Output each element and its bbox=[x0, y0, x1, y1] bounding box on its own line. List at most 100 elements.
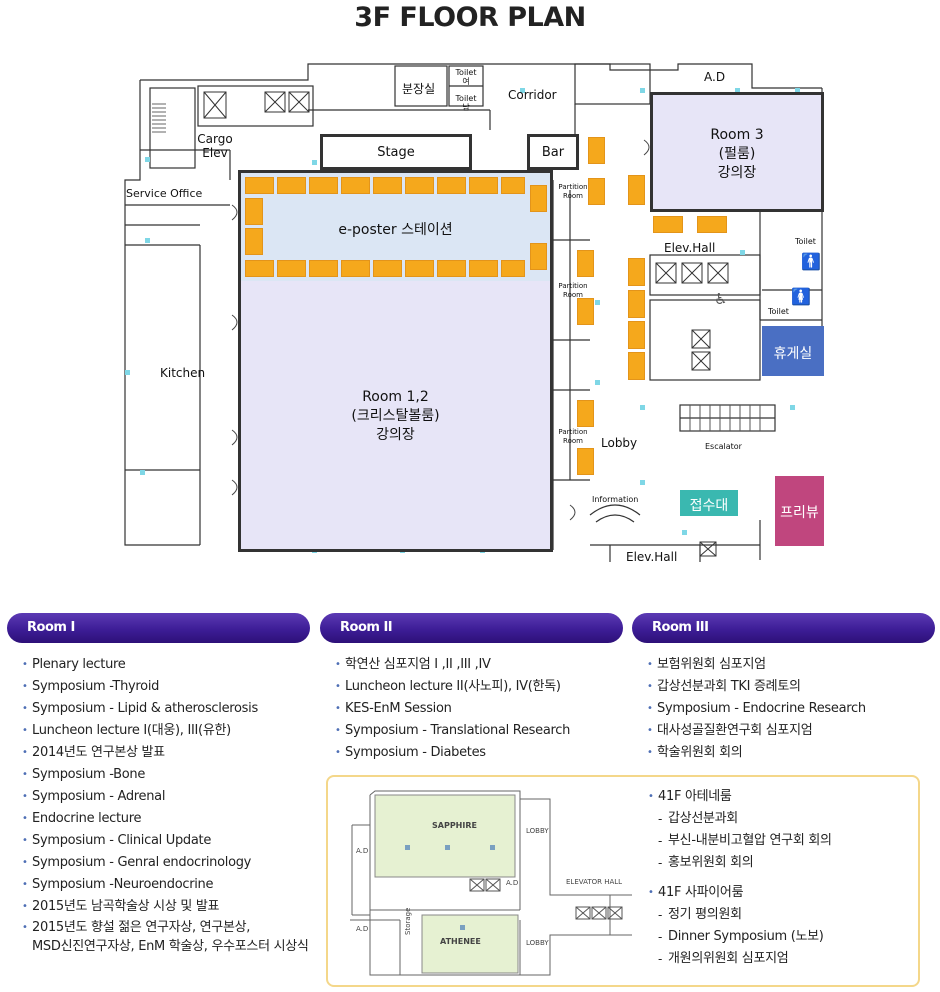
booth bbox=[373, 260, 402, 277]
list-item: 학연산 심포지엄 I ,II ,III ,IV bbox=[335, 654, 570, 676]
list-item: 학술위원회 회의 bbox=[647, 742, 866, 764]
list-item: 갑상선분과회 bbox=[658, 808, 832, 830]
sapphire-map-label: SAPPHIRE bbox=[432, 821, 477, 830]
list-item: Dinner Symposium (노보) bbox=[658, 926, 824, 948]
room-ii-list: 학연산 심포지엄 I ,II ,III ,IV Luncheon lecture… bbox=[335, 654, 570, 764]
lobby-label: Lobby bbox=[601, 436, 638, 450]
reception-label: 접수대 bbox=[689, 498, 729, 514]
list-item: Symposium - Lipid & atherosclerosis bbox=[22, 698, 309, 720]
booth bbox=[501, 177, 525, 194]
room-3-label: Room 3 (펄룸) 강의장 bbox=[710, 127, 764, 181]
room-ii-header: Room II bbox=[320, 613, 623, 643]
list-item: Endocrine lecture bbox=[22, 808, 309, 830]
booth bbox=[405, 177, 434, 194]
booth bbox=[245, 177, 274, 194]
list-item: 홍보위원회 회의 bbox=[658, 852, 832, 874]
male-toilet-icon: 🚹 bbox=[801, 252, 821, 271]
stage-label: Stage bbox=[377, 145, 415, 160]
athenee-items: 갑상선분과회 부신-내분비고혈압 연구회 회의 홍보위원회 회의 bbox=[658, 808, 832, 874]
booth bbox=[697, 216, 727, 233]
booth bbox=[501, 260, 525, 277]
booth bbox=[469, 177, 498, 194]
elev-hall-bottom-label: Elev.Hall bbox=[626, 550, 678, 564]
list-item: Symposium - Clinical Update bbox=[22, 830, 309, 852]
ad-map-label-3: A.D bbox=[356, 925, 369, 933]
booth bbox=[577, 298, 594, 325]
female-toilet-icon: 🚺 bbox=[791, 287, 811, 306]
toilet-male-label: Toilet 남 bbox=[455, 94, 477, 112]
list-item: 2015년도 남곡학술상 시상 및 발표 bbox=[22, 896, 309, 918]
floor-plan: Stage Bar e-poster 스테이션 Room 1,2 (크리스탈볼룸… bbox=[124, 63, 824, 564]
athenee-map-label: ATHENEE bbox=[440, 937, 481, 946]
booth bbox=[577, 400, 594, 427]
booth bbox=[341, 177, 370, 194]
list-item: Symposium - Diabetes bbox=[335, 742, 570, 764]
room-iii-header: Room III bbox=[632, 613, 935, 643]
sapphire-title-list: 41F 사파이어룸 bbox=[648, 882, 744, 904]
elev-hall-top-label: Elev.Hall bbox=[664, 241, 716, 255]
athenee-room-title: 41F 아테네룸 bbox=[648, 786, 732, 808]
booth bbox=[577, 250, 594, 277]
list-item: 정기 평의원회 bbox=[658, 904, 824, 926]
booth bbox=[373, 177, 402, 194]
list-item: 대사성골질환연구회 심포지엄 bbox=[647, 720, 866, 742]
list-item: KES-EnM Session bbox=[335, 698, 570, 720]
list-item: Symposium -Neuroendocrine bbox=[22, 874, 309, 896]
booth bbox=[437, 260, 466, 277]
ad-map-label-1: A.D bbox=[356, 847, 369, 855]
booth bbox=[309, 177, 338, 194]
booth bbox=[530, 243, 547, 270]
dressing-room-label: 분장실 bbox=[402, 82, 436, 96]
booth bbox=[588, 178, 605, 205]
fourth-floor-map: SAPPHIRE ATHENEE LOBBY LOBBY ELEVATOR HA… bbox=[340, 785, 632, 980]
stage bbox=[320, 134, 472, 170]
page-title: 3F FLOOR PLAN bbox=[354, 2, 586, 33]
list-item: 개원의위원회 심포지엄 bbox=[658, 948, 824, 970]
partition-room-label-3: Partition Room bbox=[558, 428, 588, 445]
lobby-map-label-1: LOBBY bbox=[526, 827, 549, 835]
room-3[interactable] bbox=[650, 92, 824, 212]
partition-room-label-2: Partition Room bbox=[558, 282, 588, 299]
cargo-elev-label: Cargo Elev bbox=[197, 132, 233, 160]
list-item: 보험위원회 심포지엄 bbox=[647, 654, 866, 676]
lobby-map-label-2: LOBBY bbox=[526, 939, 549, 947]
booth bbox=[245, 260, 274, 277]
athenee-title-list: 41F 아테네룸 bbox=[648, 786, 732, 808]
toilet-female-label: Toilet 여 bbox=[455, 68, 477, 86]
sapphire-items: 정기 평의원회 Dinner Symposium (노보) 개원의위원회 심포지… bbox=[658, 904, 824, 970]
booth bbox=[628, 290, 645, 318]
reception-desk[interactable] bbox=[680, 490, 738, 516]
booth bbox=[628, 175, 645, 205]
wheelchair-icon: ♿ bbox=[714, 290, 728, 308]
list-item: Luncheon lecture I(대웅), III(유한) bbox=[22, 720, 309, 742]
booth bbox=[588, 137, 605, 164]
preview-room[interactable] bbox=[775, 476, 824, 546]
booth bbox=[628, 352, 645, 380]
booth bbox=[309, 260, 338, 277]
list-item: Symposium - Genral endocrinology bbox=[22, 852, 309, 874]
booth bbox=[245, 198, 263, 225]
ad-label: A.D bbox=[704, 70, 726, 84]
list-item: 부신-내분비고혈압 연구회 회의 bbox=[658, 830, 832, 852]
list-item: 2014년도 연구본상 발표 bbox=[22, 742, 309, 764]
list-item: 갑상선분과회 TKI 증례토의 bbox=[647, 676, 866, 698]
sapphire-room-title: 41F 사파이어룸 bbox=[648, 882, 744, 904]
lounge-label: 휴게실 bbox=[773, 346, 813, 362]
ad-map-label-2: A.D bbox=[506, 879, 519, 887]
list-item: Symposium -Bone bbox=[22, 764, 309, 786]
bar bbox=[527, 134, 579, 170]
service-office-label: Service Office bbox=[126, 187, 203, 200]
booth bbox=[277, 177, 306, 194]
escalator-label: Escalator bbox=[705, 442, 742, 451]
room-i-header: Room I bbox=[7, 613, 310, 643]
booth bbox=[405, 260, 434, 277]
fourth-floor-map-walls bbox=[350, 790, 632, 976]
booth bbox=[628, 321, 645, 349]
room-iii-list: 보험위원회 심포지엄 갑상선분과회 TKI 증례토의 Symposium - E… bbox=[647, 654, 866, 764]
booth bbox=[437, 177, 466, 194]
toilet-right-label-1: Toilet bbox=[795, 237, 816, 246]
list-item: Luncheon lecture II(사노피), IV(한독) bbox=[335, 676, 570, 698]
lounge[interactable] bbox=[762, 326, 824, 376]
storage-map-label: Storage bbox=[404, 907, 412, 935]
information-label: Information bbox=[592, 495, 639, 504]
